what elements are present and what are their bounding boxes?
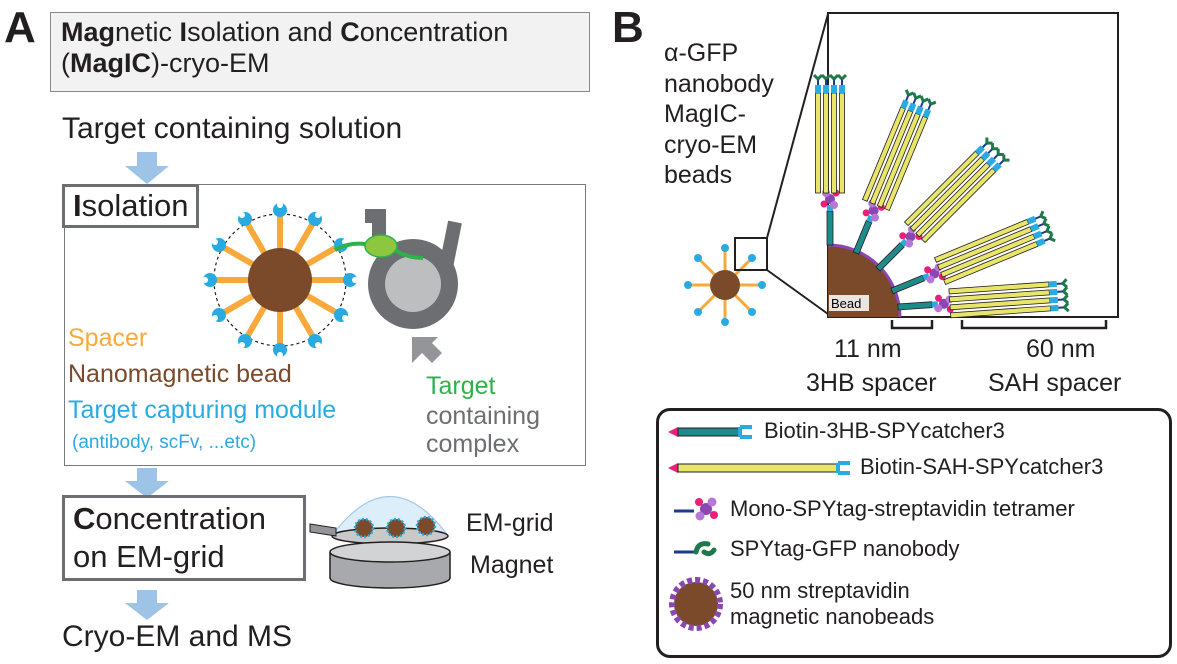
- panel-a-title: Magnetic Isolation and Concentration (Ma…: [50, 12, 590, 92]
- scale-11nm-label: 11 nm: [834, 335, 902, 363]
- isolation-panel: [64, 184, 586, 466]
- target-label: Target: [426, 372, 496, 400]
- bead-label: α-GFP nanobody MagIC- cryo-EM beads: [664, 39, 774, 189]
- target-containing-label: containing: [426, 402, 540, 430]
- magnet-label: Magnet: [470, 551, 554, 579]
- scale-3hb-label: 3HB spacer: [806, 369, 937, 397]
- legend-nanobody-label: SPYtag-GFP nanobody: [730, 536, 960, 561]
- target-complex-label: complex: [426, 430, 520, 458]
- target-pointer-arrow: [412, 337, 442, 363]
- legend-nanobead-label: 50 nm streptavidin magnetic nanobeads: [730, 578, 935, 630]
- scale-60nm-label: 60 nm: [1026, 335, 1096, 363]
- flow-arrow-3: [125, 590, 169, 620]
- isolation-step-label: Isolation: [62, 184, 200, 229]
- sah-spacer-icon: [668, 461, 850, 475]
- bead-with-spacers-diagram: [202, 202, 358, 358]
- zoom-lines: [734, 13, 829, 315]
- panel-a-letter: A: [4, 3, 36, 52]
- spacer-fan-diagram: Bead: [812, 73, 1071, 321]
- streptavidin-tetramer-icon: [674, 497, 718, 521]
- nanobead-icon: [669, 577, 723, 631]
- legend-tetramer-label: Mono-SPYtag-streptavidin tetramer: [730, 496, 1075, 521]
- scale-bar-60nm: [960, 320, 1108, 330]
- flow-arrow-2: [125, 468, 169, 498]
- bead-inset-label: Bead: [831, 296, 861, 311]
- small-bead-overview: [684, 244, 766, 326]
- final-step-label: Cryo-EM and MS: [62, 620, 293, 653]
- capturing-examples-label: (antibody, scFv, ...etc): [72, 432, 257, 453]
- legend-box: [656, 408, 1172, 658]
- gfp-nanobody-icon: [674, 541, 717, 557]
- legend-sah-label: Biotin-SAH-SPYcatcher3: [860, 454, 1104, 479]
- nanomagnetic-bead-label: Nanomagnetic bead: [68, 360, 292, 388]
- target-solution-label: Target containing solution: [62, 112, 403, 145]
- scale-bar-11nm: [890, 320, 934, 330]
- em-grid-magnet-diagram: [309, 496, 451, 589]
- 3hb-spacer-icon: [668, 425, 752, 439]
- spacer-label: Spacer: [68, 324, 148, 352]
- scale-sah-label: SAH spacer: [988, 369, 1122, 397]
- legend-3hb-label: Biotin-3HB-SPYcatcher3: [764, 418, 1005, 443]
- concentration-step-label: Concentration on EM-grid: [62, 495, 306, 581]
- em-grid-label: EM-grid: [466, 509, 554, 537]
- target-complex-diagram: [334, 209, 462, 329]
- flow-arrow-1: [125, 152, 169, 184]
- capturing-module-label: Target capturing module: [68, 396, 337, 424]
- panel-b-letter: B: [612, 3, 644, 52]
